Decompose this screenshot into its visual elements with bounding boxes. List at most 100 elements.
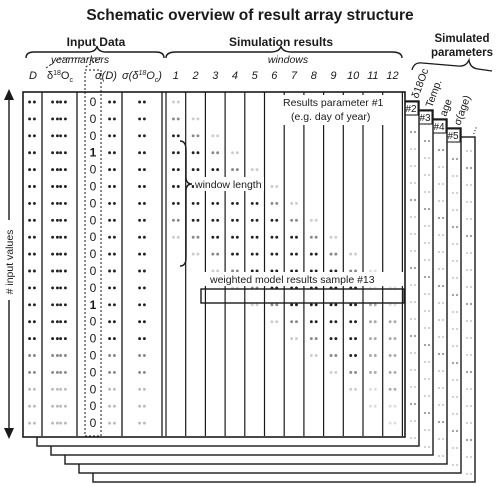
input-dot bbox=[28, 252, 32, 256]
input-dot bbox=[59, 370, 63, 374]
result-dot bbox=[216, 168, 220, 172]
result-dot bbox=[270, 185, 274, 188]
input-dot bbox=[63, 404, 67, 408]
layer-dot bbox=[469, 319, 473, 323]
layer-dot bbox=[413, 402, 417, 406]
layer-dot bbox=[427, 241, 431, 245]
input-dot bbox=[59, 354, 63, 357]
result-dot bbox=[369, 404, 372, 408]
result-dot bbox=[290, 303, 294, 307]
layer-dot bbox=[423, 445, 427, 449]
result-dot bbox=[270, 218, 274, 222]
layer-dot bbox=[451, 293, 455, 297]
layer-dot bbox=[441, 267, 445, 271]
layer-dot bbox=[455, 463, 459, 467]
result-dot bbox=[369, 354, 372, 357]
input-dot bbox=[55, 134, 59, 138]
input-dot bbox=[55, 370, 59, 374]
input-dot bbox=[63, 185, 67, 188]
layer-dot bbox=[423, 258, 427, 262]
input-dot bbox=[32, 337, 36, 341]
result-dot bbox=[231, 252, 234, 256]
layer-dot bbox=[409, 351, 413, 355]
input-dot bbox=[142, 168, 146, 172]
yearmarker-value: 0 bbox=[90, 112, 97, 126]
layer-dot bbox=[409, 368, 413, 372]
layer-dot bbox=[409, 232, 413, 236]
result-dot bbox=[196, 151, 200, 155]
result-dot bbox=[334, 370, 338, 374]
input-dot bbox=[108, 100, 112, 104]
layer-dot bbox=[441, 284, 445, 288]
input-dot bbox=[28, 337, 32, 341]
yearmarker-value: 0 bbox=[90, 416, 97, 430]
input-dot bbox=[142, 269, 146, 273]
layer-dot bbox=[427, 326, 431, 330]
layer-dot bbox=[465, 319, 469, 323]
input-dot bbox=[142, 370, 146, 374]
layer-dot bbox=[427, 224, 431, 228]
result-dot bbox=[235, 252, 239, 256]
results-parameter-bg bbox=[279, 95, 401, 125]
layer-dot bbox=[465, 217, 469, 221]
layer-dot bbox=[469, 404, 473, 408]
input-dot bbox=[138, 370, 142, 374]
layer-tab-label: #4 bbox=[433, 122, 445, 133]
input-dot bbox=[59, 201, 63, 205]
input-dot bbox=[142, 117, 146, 121]
result-dot bbox=[314, 354, 318, 357]
window-number: 11 bbox=[367, 70, 378, 82]
result-dot bbox=[172, 185, 175, 188]
data-dots bbox=[28, 100, 397, 425]
input-dot bbox=[63, 354, 67, 357]
layer-dot bbox=[427, 428, 431, 432]
result-dot bbox=[172, 151, 175, 155]
input-dot bbox=[32, 286, 36, 290]
input-dot bbox=[63, 286, 67, 290]
result-dot bbox=[334, 269, 338, 273]
layer-dot bbox=[413, 266, 417, 270]
input-dot bbox=[59, 117, 63, 121]
window-number: 2 bbox=[191, 70, 198, 82]
result-dot bbox=[216, 269, 220, 273]
layer-dot bbox=[455, 310, 459, 314]
input-dot bbox=[59, 269, 63, 273]
layer-dot bbox=[409, 198, 413, 202]
result-dot bbox=[369, 320, 372, 324]
result-dot bbox=[369, 370, 372, 374]
window-length-label: window length bbox=[194, 179, 262, 191]
input-dot bbox=[55, 185, 59, 188]
input-dot bbox=[55, 337, 59, 341]
result-dot bbox=[235, 201, 239, 205]
window-number: 9 bbox=[330, 70, 336, 82]
input-dot bbox=[51, 218, 55, 222]
input-dot bbox=[138, 269, 142, 273]
layer-dot bbox=[409, 249, 413, 253]
result-dot bbox=[393, 337, 397, 341]
input-dot bbox=[138, 218, 142, 222]
layer-dot bbox=[465, 166, 469, 170]
layer-dot bbox=[437, 233, 441, 237]
result-dot bbox=[255, 235, 259, 239]
layer-dot bbox=[451, 225, 455, 229]
result-dot bbox=[369, 269, 372, 273]
result-dot bbox=[349, 354, 353, 357]
layer-dot bbox=[427, 275, 431, 279]
layer-dot bbox=[427, 292, 431, 296]
layer-dot bbox=[469, 455, 473, 459]
layer-dot bbox=[427, 190, 431, 194]
result-dot bbox=[388, 337, 392, 341]
result-dot bbox=[388, 387, 392, 391]
result-dot bbox=[329, 354, 333, 357]
input-dot bbox=[142, 252, 146, 256]
input-dot bbox=[51, 168, 55, 172]
input-dot bbox=[112, 387, 116, 391]
column-header-d: D bbox=[29, 70, 37, 82]
layer-dot bbox=[409, 130, 413, 134]
result-dot bbox=[295, 320, 298, 324]
result-dot bbox=[191, 201, 195, 205]
layer-dot bbox=[427, 156, 431, 160]
input-dot bbox=[55, 421, 59, 425]
layer-dot bbox=[413, 317, 417, 321]
